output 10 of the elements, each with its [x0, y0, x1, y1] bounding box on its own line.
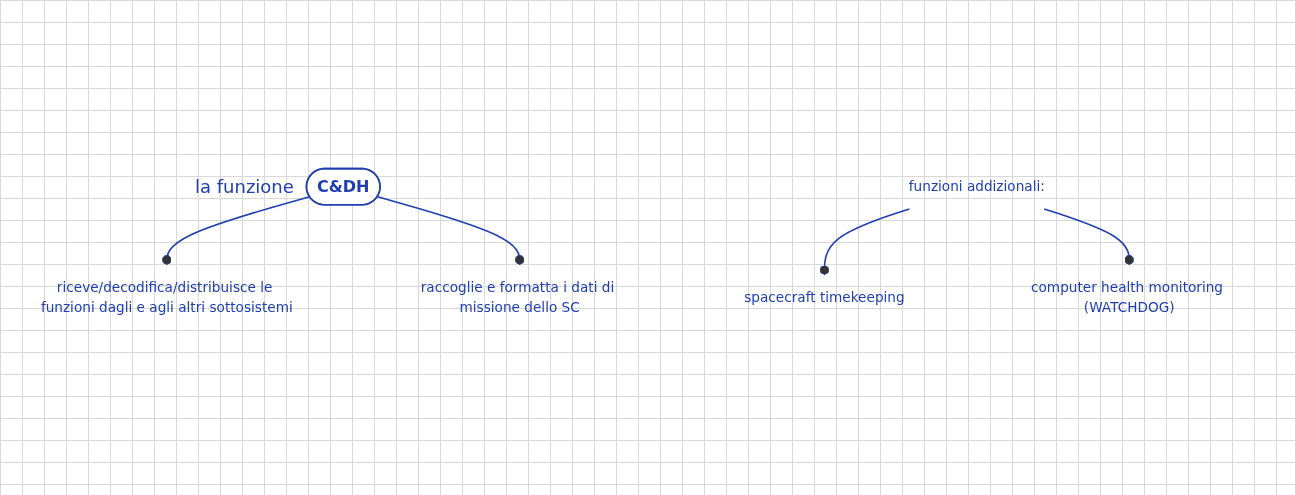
connector	[819, 208, 910, 277]
node-caption: la funzione	[194, 175, 294, 197]
node-text: riceve/decodifica/distribuisce le funzioni dagli e agli altri sottosistemi	[40, 278, 293, 316]
node-text: raccoglie e formatta i dati di missione dello SC	[420, 278, 614, 316]
node-text: funzioni addizionali:	[908, 178, 1045, 195]
node-text: computer health monitoring (WATCHDOG)	[1030, 278, 1223, 316]
connector	[376, 196, 524, 267]
connector	[1042, 208, 1134, 267]
node-text: spacecraft timekeeping	[743, 289, 905, 306]
connector	[161, 196, 310, 267]
